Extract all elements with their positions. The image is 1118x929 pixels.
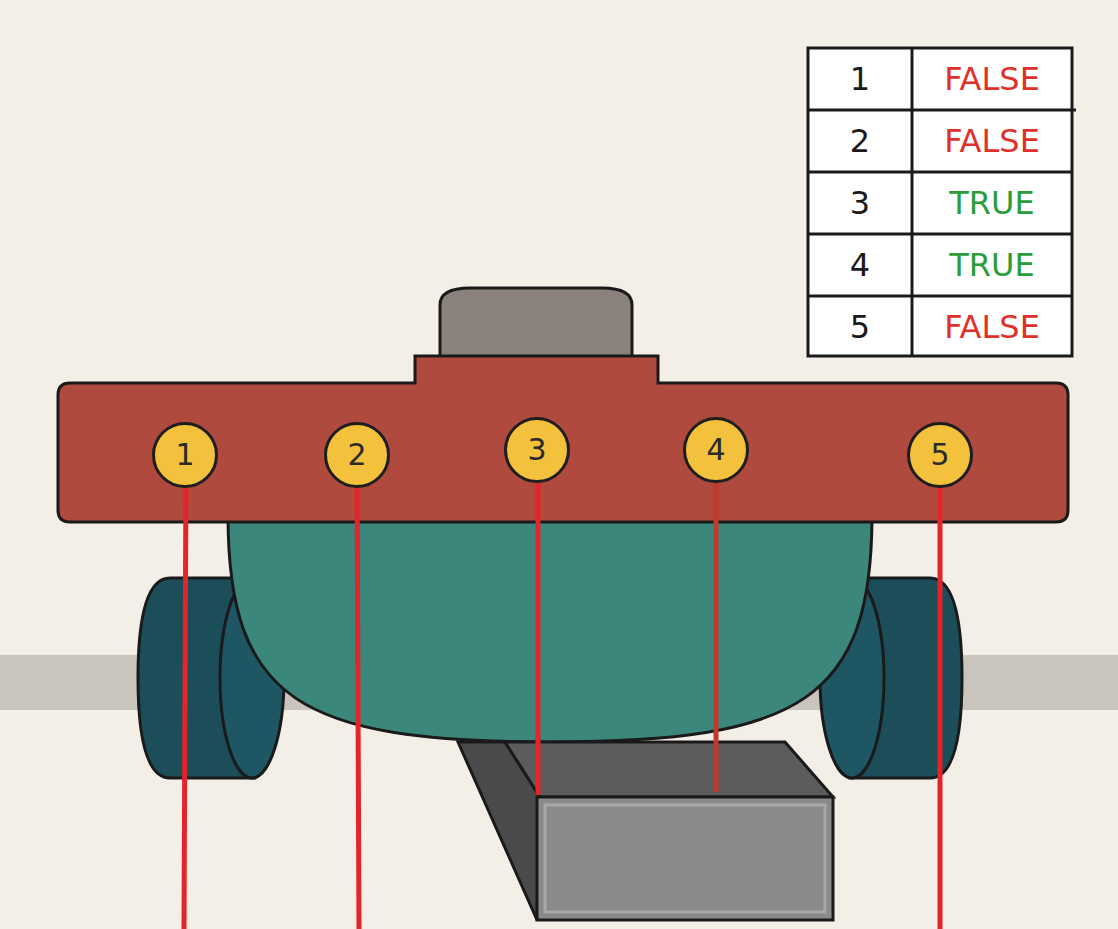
table-index: 5 — [808, 296, 912, 358]
table-status: FALSE — [912, 110, 1072, 172]
table-index: 3 — [808, 172, 912, 234]
sensor-circle: 4 — [683, 417, 749, 483]
sensor-beam — [357, 470, 359, 929]
sensor-bar — [58, 356, 1068, 522]
callout-number: 3 — [527, 435, 546, 465]
sensor-circle: 1 — [152, 422, 218, 488]
callout-number: 5 — [930, 440, 949, 470]
robot-dome — [440, 288, 632, 360]
sensor-circle: 5 — [907, 422, 973, 488]
sensor-beam — [938, 470, 943, 929]
table-status: FALSE — [912, 296, 1072, 358]
table-index: 1 — [808, 48, 912, 110]
sensor-beam — [714, 470, 719, 792]
sensor-circle: 2 — [324, 422, 390, 488]
obstacle-box — [458, 742, 833, 920]
table-status: TRUE — [912, 234, 1072, 296]
sensor-circle: 3 — [504, 417, 570, 483]
table-index: 4 — [808, 234, 912, 296]
callout-number: 2 — [347, 440, 366, 470]
sensor-beam — [536, 470, 541, 795]
sensor-beams — [184, 470, 940, 929]
callout-number: 1 — [175, 440, 194, 470]
table-status: FALSE — [912, 48, 1072, 110]
table-status: TRUE — [912, 172, 1072, 234]
callout-number: 4 — [706, 435, 725, 465]
sensor-beam — [184, 470, 186, 929]
robot-body — [228, 515, 872, 742]
table-index: 2 — [808, 110, 912, 172]
